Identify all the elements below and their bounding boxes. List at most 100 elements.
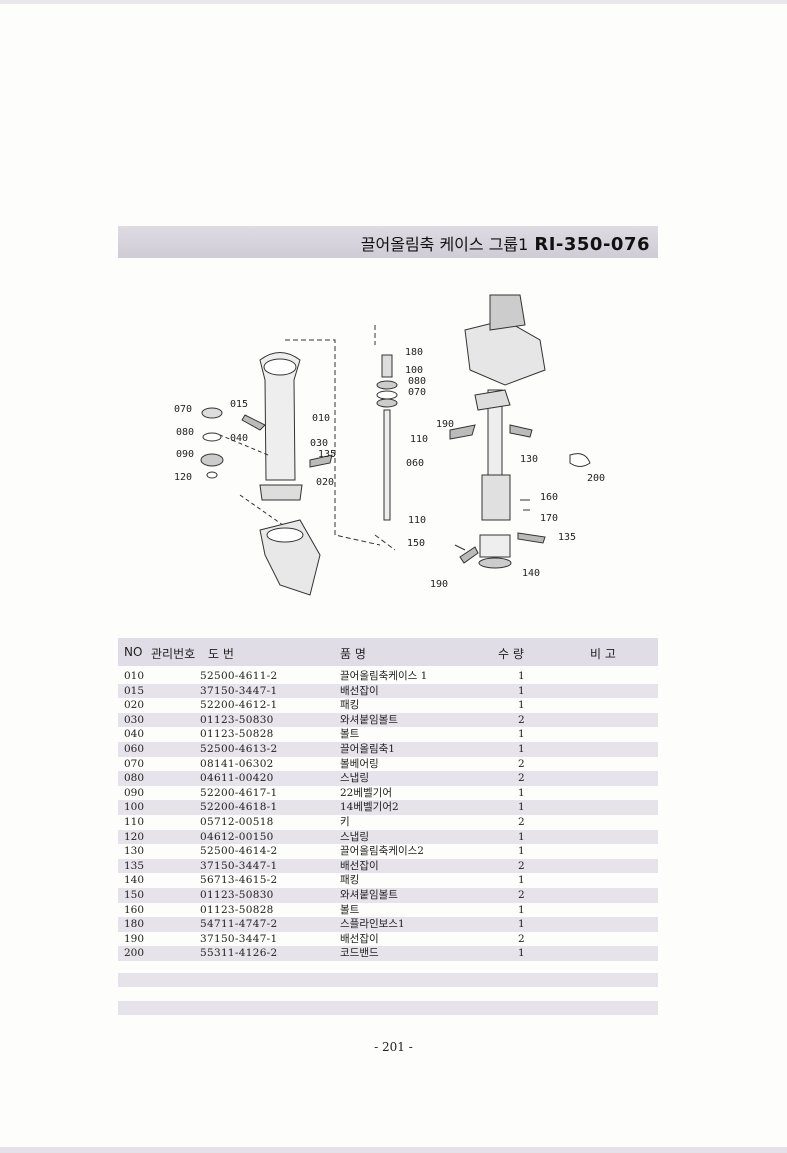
header-drawing-no: 도 번: [208, 647, 234, 661]
callout-100: 100: [405, 365, 423, 376]
header-no: NO: [124, 645, 143, 659]
row-quantity: 1: [518, 947, 525, 960]
row-no: 030: [124, 713, 145, 726]
callout-170: 170: [540, 513, 558, 524]
row-quantity: 1: [518, 918, 525, 931]
row-drawing-no: 55311-4126-2: [200, 947, 278, 960]
table-row: 110 05712-00518 키 2: [118, 815, 658, 830]
callout-180: 180: [405, 347, 423, 358]
row-no: 200: [124, 947, 145, 960]
row-no: 040: [124, 728, 145, 741]
row-drawing-no: 04612-00150: [200, 830, 274, 843]
row-drawing-no: 37150-3447-1: [200, 684, 278, 697]
callout-135-right: 135: [558, 532, 576, 543]
row-part-name: 패킹: [340, 874, 360, 887]
row-no: 110: [124, 815, 145, 828]
row-part-name: 끌어올림축케이스2: [340, 845, 424, 858]
row-drawing-no: 52500-4614-2: [200, 845, 278, 858]
row-quantity: 2: [518, 757, 525, 770]
row-quantity: 2: [518, 713, 525, 726]
row-part-name: 와셔붙임볼트: [340, 713, 398, 726]
row-no: 140: [124, 874, 145, 887]
row-quantity: 1: [518, 801, 525, 814]
row-part-name: 배선잡이: [340, 684, 379, 697]
row-quantity: 1: [518, 874, 525, 887]
callout-015: 015: [230, 399, 248, 410]
row-quantity: 1: [518, 845, 525, 858]
callout-070: 070: [174, 404, 192, 415]
row-part-name: 22베벨기어: [340, 786, 393, 799]
row-no: 180: [124, 918, 145, 931]
parts-table-header: NO 관리번호 도 번 품 명 수 량 비 고: [118, 638, 658, 666]
callout-080-shaft: 080: [408, 376, 426, 387]
row-part-name: 스냅링: [340, 772, 369, 785]
title-text: 끌어올림축 케이스 그룹1: [360, 235, 529, 254]
callout-030: 030: [310, 438, 328, 449]
callout-020: 020: [316, 477, 334, 488]
page-number: - 201 -: [374, 1040, 413, 1054]
row-no: 160: [124, 903, 145, 916]
row-part-name: 끌어올림축1: [340, 742, 395, 755]
row-part-name: 와셔붙임볼트: [340, 888, 398, 901]
row-part-name: 끌어올림축케이스 1: [340, 670, 428, 682]
row-quantity: 2: [518, 815, 525, 828]
row-drawing-no: 08141-06302: [200, 757, 274, 770]
row-part-name: 배선잡이: [340, 932, 379, 945]
row-part-name: 키: [340, 815, 350, 828]
row-drawing-no: 37150-3447-1: [200, 859, 278, 872]
callout-135: 135: [318, 449, 336, 460]
row-quantity: 2: [518, 888, 525, 901]
row-no: 070: [124, 757, 145, 770]
row-no: 010: [124, 670, 145, 682]
row-drawing-no: 05712-00518: [200, 815, 274, 828]
row-drawing-no: 52200-4612-1: [200, 699, 278, 712]
header-quantity: 수 량: [498, 647, 524, 661]
row-part-name: 14베벨기어2: [340, 801, 399, 814]
table-row: 130 52500-4614-2 끌어올림축케이스2 1: [118, 844, 658, 859]
callout-140: 140: [522, 568, 540, 579]
row-drawing-no: 52500-4613-2: [200, 742, 278, 755]
callout-040: 040: [230, 433, 248, 444]
blank-row: [118, 973, 658, 987]
row-part-name: 볼트: [340, 903, 360, 916]
row-no: 130: [124, 845, 145, 858]
row-quantity: 1: [518, 699, 525, 712]
header-part-name: 품 명: [340, 647, 366, 661]
row-part-name: 볼베어링: [340, 757, 379, 770]
callout-010: 010: [312, 413, 330, 424]
row-part-name: 볼트: [340, 728, 360, 741]
row-no: 090: [124, 786, 145, 799]
row-drawing-no: 01123-50828: [200, 728, 274, 741]
row-no: 080: [124, 772, 145, 785]
callout-060: 060: [406, 458, 424, 469]
row-quantity: 1: [518, 903, 525, 916]
callout-150: 150: [407, 538, 425, 549]
row-no: 120: [124, 830, 145, 843]
table-row: 140 56713-4615-2 패킹 1: [118, 873, 658, 888]
row-drawing-no: 52200-4617-1: [200, 786, 278, 799]
row-drawing-no: 37150-3447-1: [200, 932, 278, 945]
row-part-name: 코드밴드: [340, 947, 379, 960]
table-row: 070 08141-06302 볼베어링 2: [118, 757, 658, 772]
callout-120: 120: [174, 472, 192, 483]
row-drawing-no: 56713-4615-2: [200, 874, 278, 887]
callout-080: 080: [176, 427, 194, 438]
header-mgmt-no: 관리번호: [151, 647, 196, 661]
row-quantity: 2: [518, 932, 525, 945]
row-quantity: 2: [518, 859, 525, 872]
callout-190-top: 190: [436, 419, 454, 430]
callout-190-left: 190: [430, 579, 448, 590]
exploded-parts-diagram: 180 100 080 070 015 070 010 080 040 030 …: [174, 294, 605, 596]
